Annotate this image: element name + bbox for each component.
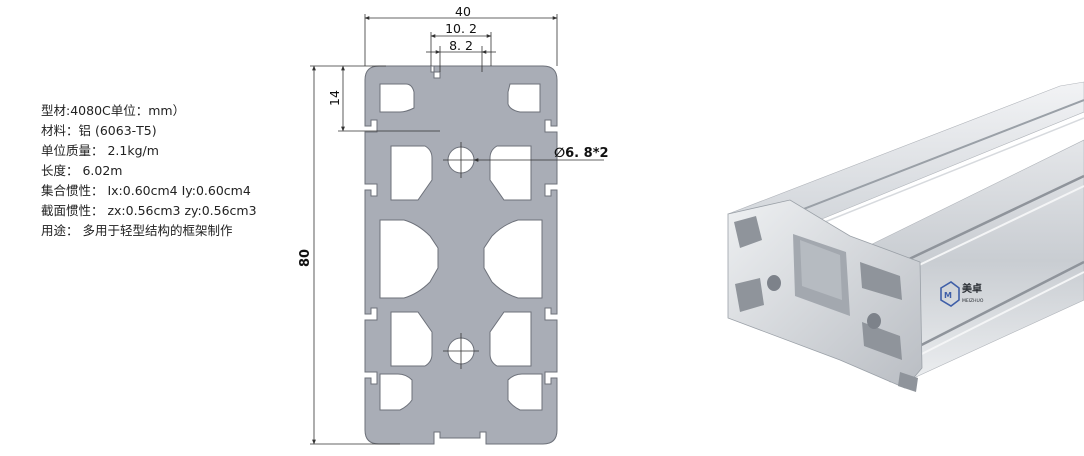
spec-usage: 用途： 多用于轻型结构的框架制作: [41, 223, 233, 238]
spec-list: 型材:4080C单位：mm） 材料：铝 (6063-T5) 单位质量： 2.1k…: [41, 101, 257, 241]
spec-moment-of-inertia: 集合惯性： Ix:0.60cm4 Iy:0.60cm4: [41, 183, 251, 198]
dim-slot-depth-label: 14: [327, 90, 342, 106]
dim-hole-label: ∅6. 8*2: [554, 146, 609, 161]
logo-hexagon-icon: [940, 281, 960, 307]
logo-mark: M: [944, 291, 952, 300]
extrusion-body: [727, 81, 1084, 392]
spec-section-modulus: 截面惯性： zx:0.56cm3 zy:0.56cm3: [41, 203, 257, 218]
dim-slot-outer-label: 10. 2: [445, 21, 477, 36]
dim-slot-inner-label: 8. 2: [449, 38, 473, 53]
brand-logo: M 美卓 MEIZHUO: [940, 281, 984, 307]
profile-cross-section-drawing: 40 10. 2 8. 2 14 80 ∅6. 8*2: [298, 4, 609, 445]
spec-unit-mass: 单位质量： 2.1kg/m: [41, 143, 159, 158]
logo-brand-subtext: MEIZHUO: [962, 298, 984, 304]
spec-material: 材料：铝 (6063-T5): [41, 123, 157, 138]
dim-height-label: 80: [298, 249, 313, 267]
dim-width-label: 40: [455, 4, 471, 19]
dimension-lines: [310, 14, 604, 445]
spec-length: 长度： 6.02m: [41, 163, 123, 178]
logo-brand-text: 美卓: [962, 282, 982, 295]
center-marks: [443, 142, 479, 369]
spec-profile-type: 型材:4080C单位：mm）: [41, 103, 186, 118]
